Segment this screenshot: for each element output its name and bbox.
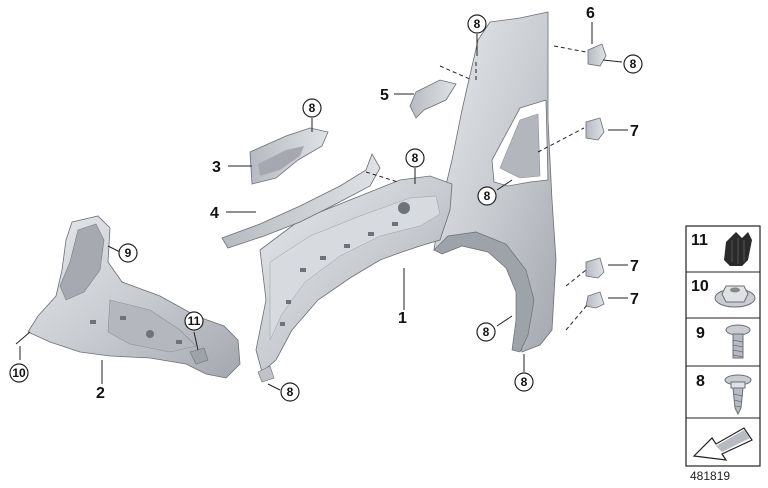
callout-bracket-7c: 7 bbox=[630, 291, 639, 308]
callout-grommet-11: 11 bbox=[188, 314, 201, 328]
legend-label-8: 8 bbox=[696, 373, 705, 390]
callout-screw-8-mid: 8 bbox=[412, 151, 419, 165]
small-clip-8-bottom bbox=[257, 365, 275, 383]
diagram-reference-number: 481819 bbox=[690, 469, 730, 483]
bracket-7-middle bbox=[585, 257, 605, 279]
callout-screw-8-wheelarch: 8 bbox=[484, 189, 491, 203]
bolt-icon bbox=[725, 324, 751, 359]
screw-icon bbox=[724, 374, 752, 416]
callout-screw-8-bottom: 8 bbox=[287, 385, 294, 399]
fender-panel bbox=[255, 11, 557, 373]
callout-screw-8-top: 8 bbox=[474, 17, 481, 31]
legend-box: 11 10 9 8 bbox=[685, 225, 761, 467]
legend-label-9: 9 bbox=[696, 325, 705, 342]
callout-bracket-7a: 7 bbox=[630, 123, 639, 140]
circle-callouts bbox=[9, 14, 643, 402]
hex-nut-icon bbox=[714, 285, 756, 308]
bracket-3 bbox=[249, 127, 329, 185]
legend-label-11: 11 bbox=[691, 232, 708, 249]
callout-support-4: 4 bbox=[210, 205, 219, 222]
callout-bracket-5: 5 bbox=[380, 87, 389, 104]
grommet-icon bbox=[724, 232, 752, 266]
callout-screw-8-right-top: 8 bbox=[630, 57, 637, 71]
callout-screw-8-lower: 8 bbox=[483, 325, 490, 339]
callout-bolt-9: 9 bbox=[125, 246, 132, 260]
bracket-5 bbox=[409, 79, 457, 119]
leader-lines bbox=[15, 22, 628, 391]
callout-screw-8-bracket3: 8 bbox=[309, 101, 316, 115]
callout-wheelhouse: 2 bbox=[96, 385, 105, 402]
callout-labels: 1 2 3 4 5 6 7 7 7 bbox=[96, 5, 639, 402]
callout-bracket-3: 3 bbox=[212, 159, 221, 176]
arrow-icon bbox=[692, 427, 753, 461]
callout-nut-10: 10 bbox=[12, 366, 26, 380]
callout-screw-8-bottom-right: 8 bbox=[521, 375, 528, 389]
bracket-7-upper bbox=[585, 117, 605, 141]
callout-fender: 1 bbox=[398, 310, 407, 327]
grommet-11-part bbox=[189, 347, 209, 365]
callout-bracket-6: 6 bbox=[586, 5, 595, 22]
legend-label-10: 10 bbox=[691, 278, 709, 295]
bracket-6 bbox=[587, 43, 607, 67]
callout-bracket-7b: 7 bbox=[630, 258, 639, 275]
circle-callout-labels: 8 8 8 8 8 9 11 8 10 8 8 bbox=[12, 17, 636, 399]
dash-lines bbox=[365, 45, 589, 331]
bracket-7-lower bbox=[585, 291, 605, 309]
support-4 bbox=[221, 153, 381, 249]
wheelhouse-front bbox=[27, 215, 241, 379]
